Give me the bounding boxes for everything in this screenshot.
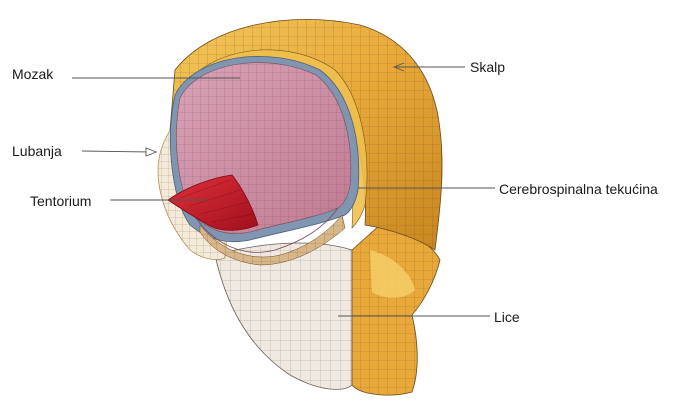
leader-lubanja-arrow (146, 148, 156, 156)
label-mozak: Mozak (12, 66, 53, 82)
label-tentorium: Tentorium (30, 193, 91, 209)
face-region (215, 243, 352, 389)
label-csf: Cerebrospinalna tekućina (499, 181, 658, 197)
label-skalp: Skalp (470, 59, 505, 75)
label-lubanja: Lubanja (12, 143, 62, 159)
label-lice: Lice (494, 309, 520, 325)
leader-lubanja (82, 151, 152, 152)
neck-face-skalp (352, 225, 440, 395)
